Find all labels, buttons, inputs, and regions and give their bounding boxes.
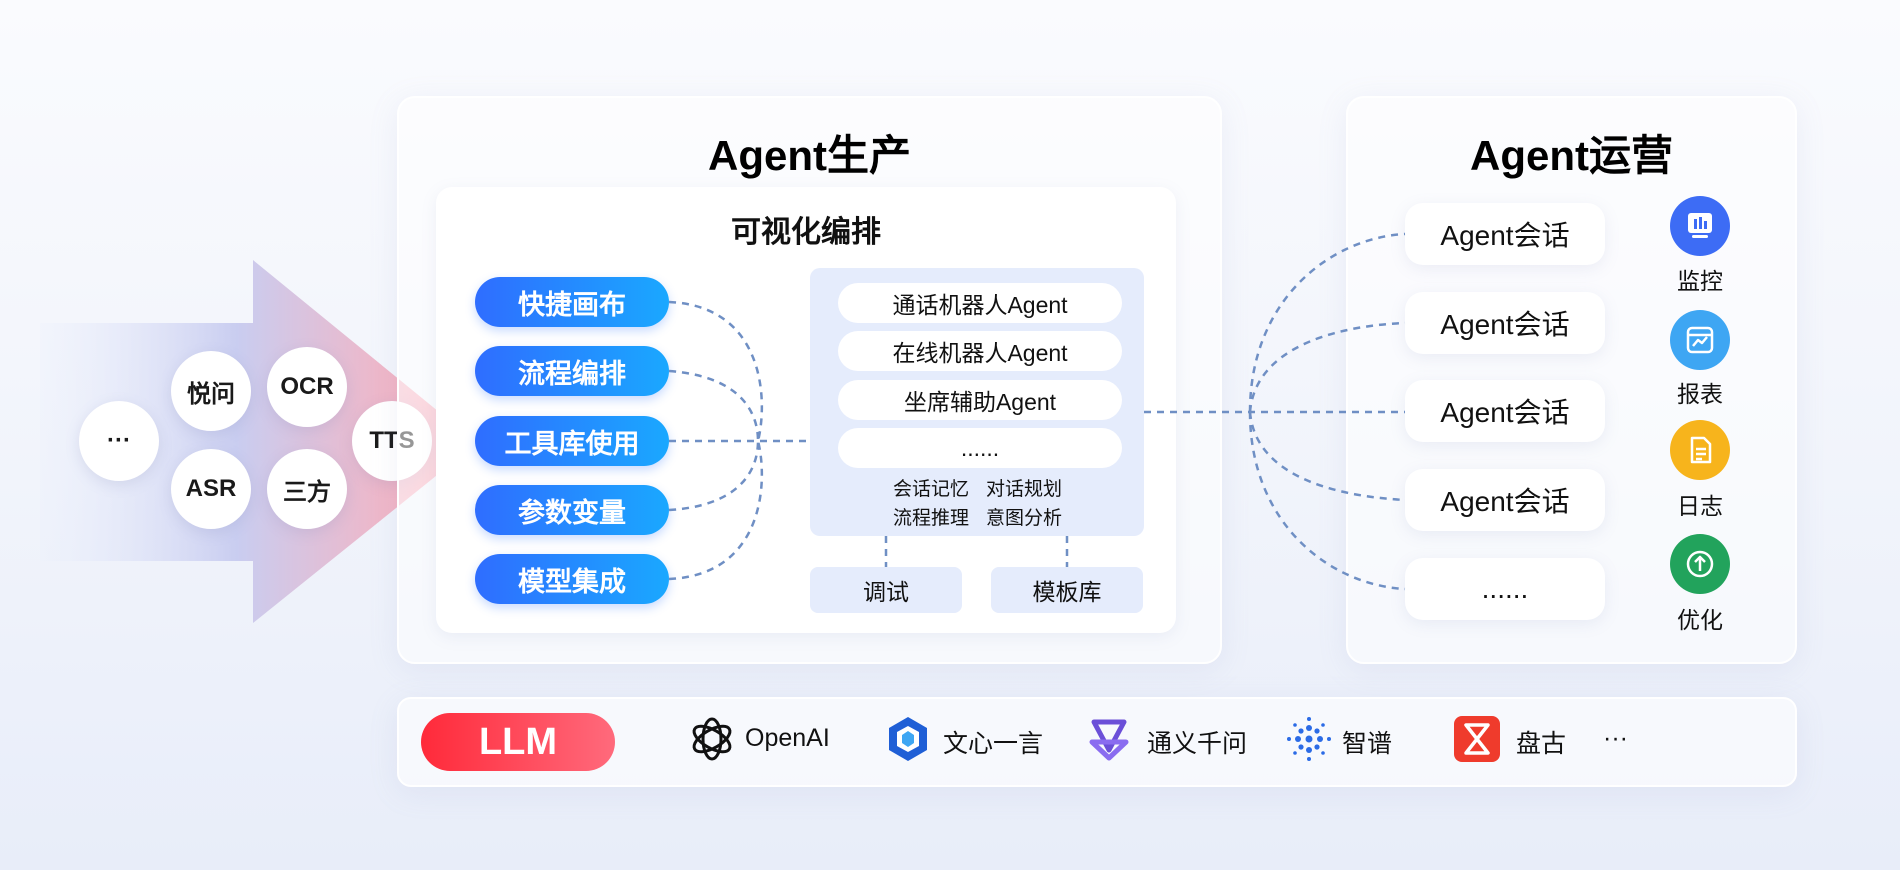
pangu-logo-icon — [1454, 716, 1500, 762]
optimize-glyph — [1686, 550, 1714, 578]
report-glyph — [1686, 326, 1714, 354]
input-sanfang-label: 三方 — [283, 478, 331, 506]
report-icon[interactable] — [1670, 310, 1730, 370]
capability-dialog-planning: 对话规划 — [986, 479, 1063, 500]
agent-session-more[interactable]: ...... — [1405, 558, 1605, 620]
production-title: Agent生产 — [708, 132, 911, 179]
wenxin-logo-icon — [889, 717, 927, 761]
input-sanfang: 三方 — [267, 449, 347, 529]
report-label: 报表 — [1677, 381, 1723, 407]
log-icon[interactable] — [1670, 420, 1730, 480]
monitor-glyph — [1688, 213, 1712, 238]
capability-session-memory: 会话记忆 — [893, 479, 970, 500]
feature-model-integration[interactable]: 模型集成 — [475, 554, 669, 604]
monitor-label: 监控 — [1677, 268, 1723, 294]
capability-intent-analysis: 意图分析 — [986, 508, 1063, 529]
input-ocr: OCR — [267, 347, 347, 427]
provider-pangu: 盘古 — [1516, 730, 1567, 758]
agent-more[interactable]: ...... — [838, 428, 1122, 468]
provider-wenxin: 文心一言 — [943, 730, 1044, 758]
provider-tongyi: 通义千问 — [1147, 730, 1248, 758]
input-asr-label: ASR — [185, 475, 237, 502]
zhipu-logo-icon — [1287, 717, 1331, 761]
log-glyph — [1690, 436, 1712, 464]
feature-flow-orchestration[interactable]: 流程编排 — [475, 346, 669, 396]
agent-seat-assist[interactable]: 坐席辅助Agent — [838, 380, 1122, 420]
input-ocr-label: OCR — [280, 373, 334, 400]
agent-session-3[interactable]: Agent会话 — [1405, 380, 1605, 442]
operations-title: Agent运营 — [1470, 132, 1673, 179]
optimize-icon[interactable] — [1670, 534, 1730, 594]
agent-session-1[interactable]: Agent会话 — [1405, 203, 1605, 265]
input-yuewen: 悦问 — [171, 351, 251, 431]
template-library-button[interactable]: 模板库 — [991, 567, 1143, 613]
llm-bar — [397, 697, 1797, 787]
input-more: ··· — [79, 401, 159, 481]
input-yuewen-label: 悦问 — [187, 380, 235, 408]
visual-orchestration-title: 可视化编排 — [731, 216, 881, 249]
agent-session-4[interactable]: Agent会话 — [1405, 469, 1605, 531]
feature-quick-canvas[interactable]: 快捷画布 — [475, 277, 669, 327]
input-more-label: ··· — [107, 427, 131, 454]
agent-online-robot[interactable]: 在线机器人Agent — [838, 331, 1122, 371]
optimize-label: 优化 — [1677, 607, 1723, 633]
agent-session-2[interactable]: Agent会话 — [1405, 292, 1605, 354]
feature-tool-library[interactable]: 工具库使用 — [475, 416, 669, 466]
provider-openai: OpenAI — [745, 724, 830, 752]
provider-more: ··· — [1603, 724, 1628, 752]
input-asr: ASR — [171, 449, 251, 529]
monitor-icon[interactable] — [1670, 196, 1730, 256]
llm-badge: LLM — [421, 713, 615, 771]
capability-flow-reasoning: 流程推理 — [893, 508, 970, 529]
provider-zhipu: 智谱 — [1342, 730, 1393, 758]
debug-button[interactable]: 调试 — [810, 567, 962, 613]
agent-call-robot[interactable]: 通话机器人Agent — [838, 283, 1122, 323]
feature-parameter-variables[interactable]: 参数变量 — [475, 485, 669, 535]
tongyi-logo-icon — [1089, 719, 1129, 761]
openai-logo-icon — [692, 717, 732, 761]
log-label: 日志 — [1677, 493, 1723, 519]
